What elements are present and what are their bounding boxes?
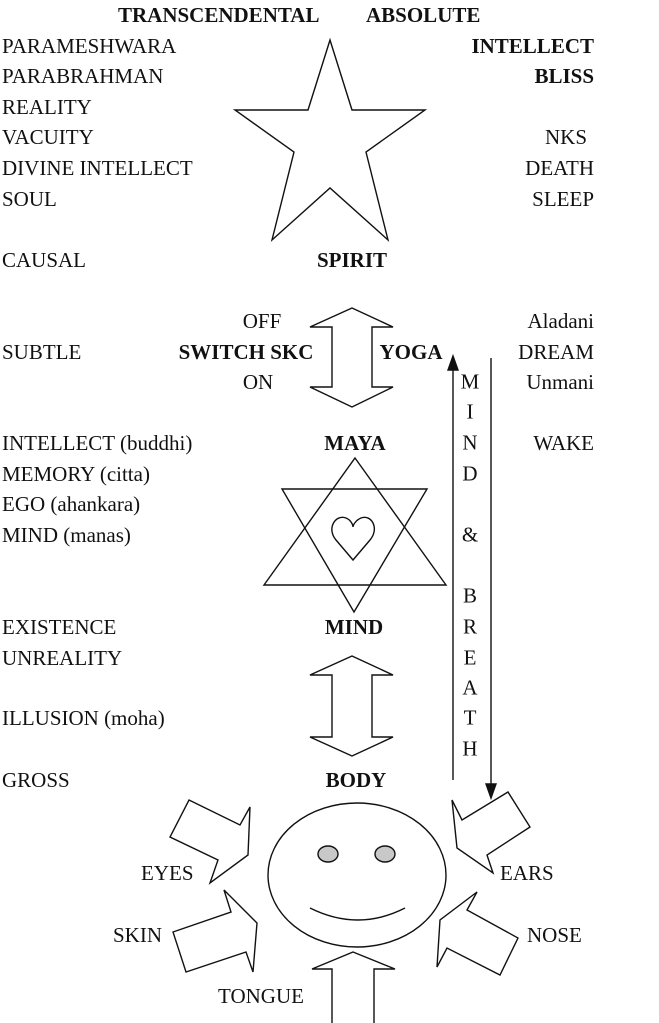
header-transcendental: TRANSCENDENTAL xyxy=(118,3,320,27)
left-label: INTELLECT (buddhi) xyxy=(2,431,193,455)
eyes-label: EYES xyxy=(141,861,194,885)
tongue-arrow xyxy=(311,951,396,1023)
left-label: SOUL xyxy=(2,187,57,211)
heart-icon xyxy=(331,516,375,562)
eyes-arrow xyxy=(169,799,251,885)
left-label: GROSS xyxy=(2,768,70,792)
left-label: EXISTENCE xyxy=(2,615,117,639)
right-label: Unmani xyxy=(526,370,594,394)
vertical-letter: M xyxy=(460,369,480,394)
smile xyxy=(309,907,406,921)
body-label: BODY xyxy=(325,768,387,792)
left-label: ILLUSION (moha) xyxy=(2,706,165,730)
left-label: REALITY xyxy=(2,95,92,119)
tongue-label: TONGUE xyxy=(218,984,304,1008)
hexagram-down-triangle xyxy=(280,488,429,614)
left-label: PARABRAHMAN xyxy=(2,64,164,88)
right-label: SLEEP xyxy=(532,187,594,211)
left-label: MIND (manas) xyxy=(2,523,131,547)
double-arrow-mind-body xyxy=(309,655,394,757)
ears-label: EARS xyxy=(500,861,554,885)
right-label: NKS xyxy=(544,125,587,149)
right-eye xyxy=(374,845,396,863)
yoga-label: YOGA xyxy=(379,340,443,364)
vertical-letter: E xyxy=(463,645,477,670)
hexagram-up-triangle xyxy=(262,456,448,586)
nose-label: NOSE xyxy=(527,923,582,947)
face-circle xyxy=(267,802,447,948)
left-label: SUBTLE xyxy=(2,340,82,364)
right-label: DEATH xyxy=(525,156,594,180)
vertical-letter: & xyxy=(461,522,479,547)
on-label: ON xyxy=(242,370,274,394)
left-label: MEMORY (citta) xyxy=(2,462,150,486)
off-label: OFF xyxy=(242,309,282,333)
switch-label: SWITCH SKC xyxy=(178,340,314,364)
left-label: UNREALITY xyxy=(2,646,123,670)
left-label: PARAMESHWARA xyxy=(2,34,177,58)
left-label: DIVINE INTELLECT xyxy=(2,156,193,180)
left-label: EGO (ahankara) xyxy=(2,492,141,516)
vertical-letter: N xyxy=(462,430,478,455)
ears-arrow xyxy=(451,791,531,875)
mind-label: MIND xyxy=(324,615,384,639)
right-label: DREAM xyxy=(518,340,594,364)
right-label: Aladani xyxy=(527,309,594,333)
left-label: VACUITY xyxy=(2,125,94,149)
vertical-letter: B xyxy=(462,583,478,608)
double-arrow-switch xyxy=(309,307,394,408)
down-arrowhead-icon xyxy=(485,783,497,801)
vertical-letter: R xyxy=(462,614,478,639)
nose-arrow xyxy=(436,891,519,976)
star-shape xyxy=(232,37,428,243)
header-absolute: ABSOLUTE xyxy=(366,3,481,27)
right-label: WAKE xyxy=(533,431,594,455)
vertical-letter: I xyxy=(466,399,474,424)
skin-label: SKIN xyxy=(113,923,163,947)
right-label: INTELLECT xyxy=(471,34,594,58)
vertical-letter: D xyxy=(462,461,478,486)
left-label: CAUSAL xyxy=(2,248,87,272)
maya-label: MAYA xyxy=(324,431,386,455)
vertical-letter: T xyxy=(463,705,477,730)
left-eye xyxy=(317,845,339,863)
vertical-letter: A xyxy=(462,675,478,700)
skin-arrow xyxy=(172,889,258,973)
right-label: BLISS xyxy=(534,64,594,88)
vertical-letter: H xyxy=(462,736,478,761)
spirit-label: SPIRIT xyxy=(316,248,388,272)
up-arrowhead-icon xyxy=(447,353,459,371)
